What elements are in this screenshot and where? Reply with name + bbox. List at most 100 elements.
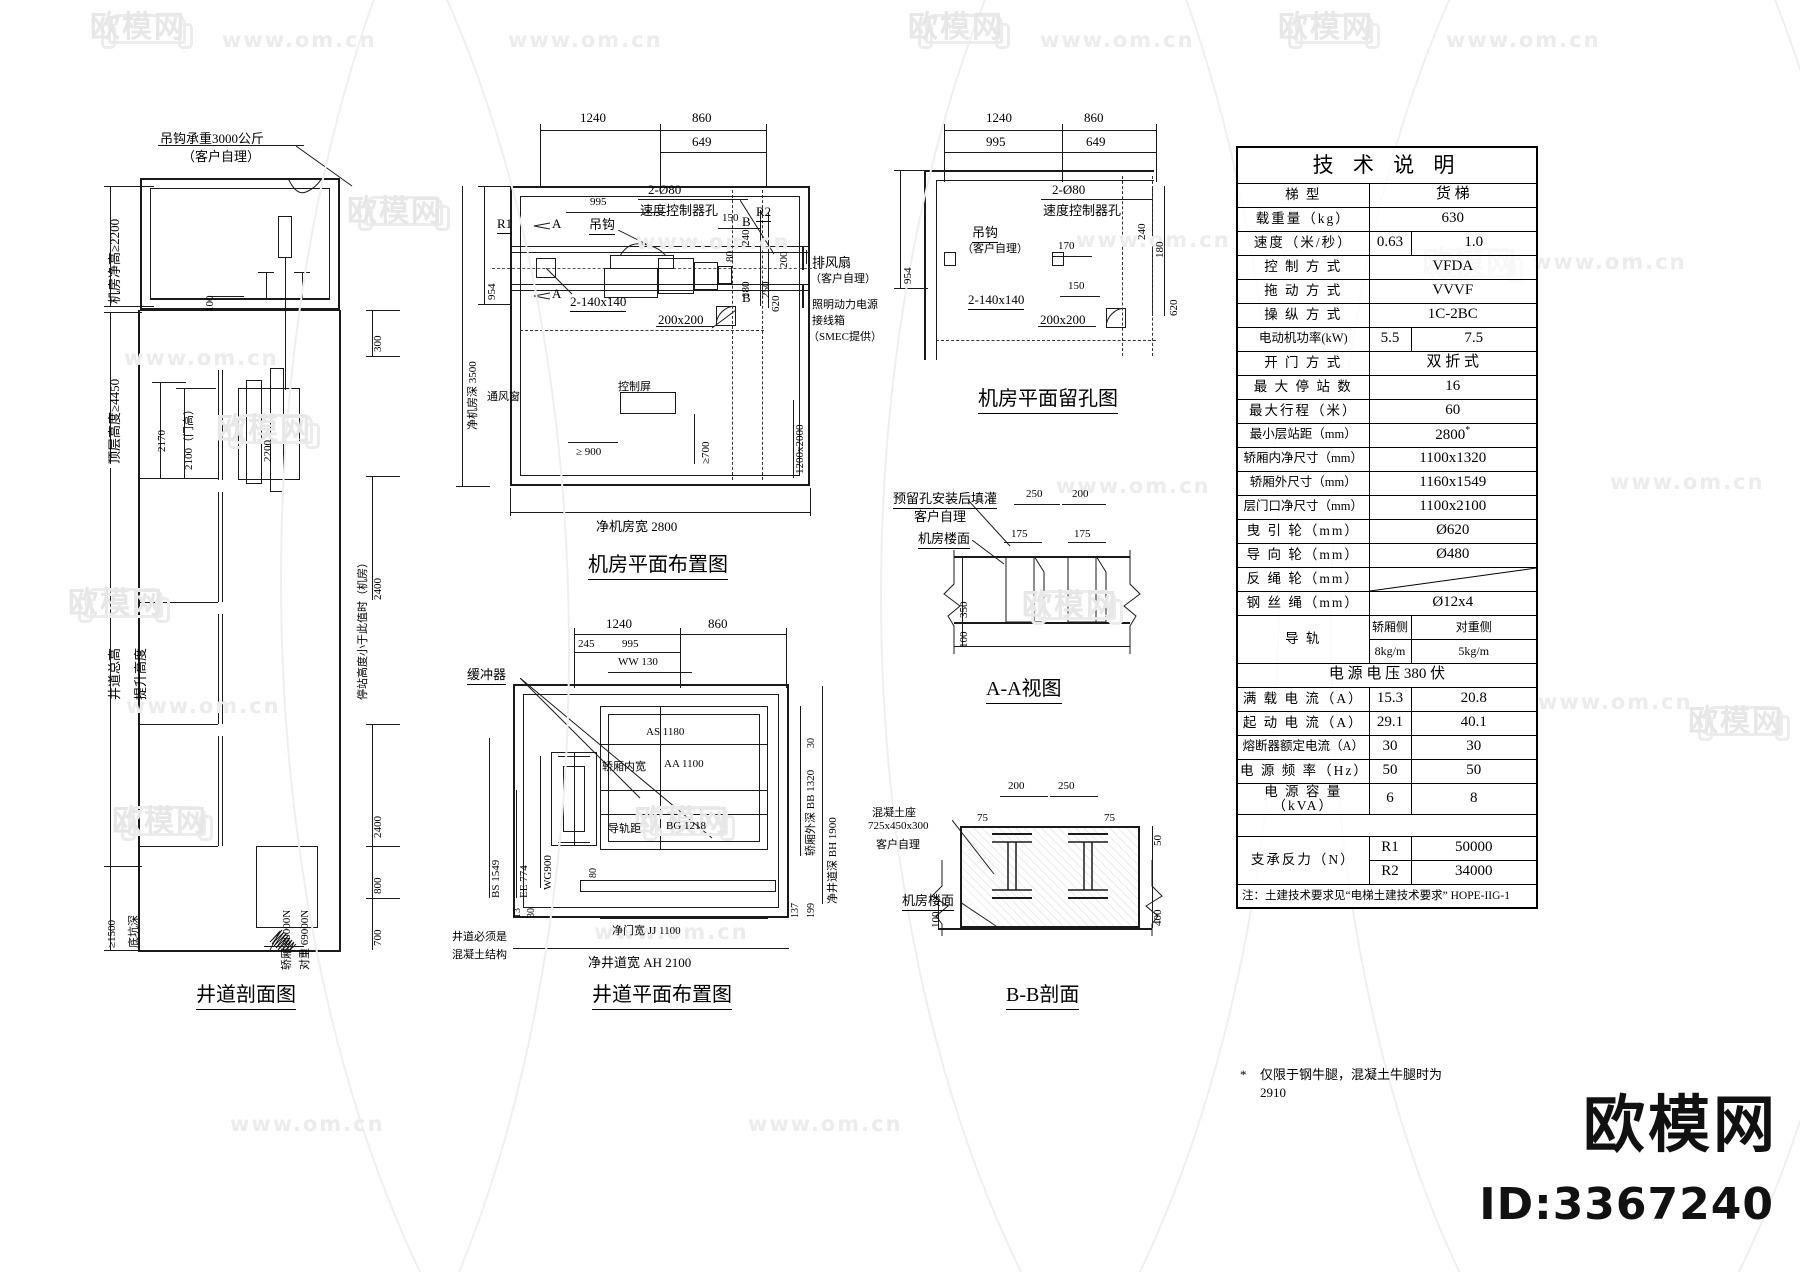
bb-break-left	[931, 860, 949, 936]
mrp-control-cabinet	[620, 392, 676, 414]
row-label: 满 载 电 流（A）	[1236, 686, 1370, 712]
dim-300-bot	[366, 356, 400, 357]
sp-ee-label: EE 774	[518, 865, 530, 898]
dim-mr-bot-tick	[104, 306, 154, 307]
aa-dim-250-line	[1014, 504, 1060, 505]
bb-concrete-leader	[952, 820, 995, 875]
sp-aa-label: AA 1100	[664, 758, 704, 770]
mrp-dim-649-line	[660, 152, 766, 153]
mrh-hole-d80: 2-Ø80	[1052, 182, 1086, 197]
sp-dim-ww-line	[608, 672, 692, 673]
counterweight	[256, 846, 318, 928]
mrp-dim-ext-1	[540, 124, 541, 186]
table-row: 熔断器额定电流（A） 30 30	[1236, 734, 1538, 760]
sp-dim-ee-line	[516, 790, 517, 898]
mrh-dim-954-bot	[894, 288, 928, 289]
row-label: 轿厢外尺寸（mm）	[1236, 470, 1370, 496]
mrh-opening-underline	[1038, 326, 1096, 327]
mrp-dim-1200-line	[793, 400, 794, 478]
table-row-power-header: 电 源 电 压 380 伏	[1236, 662, 1538, 688]
mrp-arrow-A-bot	[533, 292, 551, 300]
table-row: 最大行程（米） 60	[1236, 398, 1538, 424]
guide-rail-car-weight: 8kg/m	[1368, 638, 1412, 664]
reaction-r1-key: R1	[1368, 835, 1412, 861]
row-label: 曳 引 轮（mm）	[1236, 518, 1370, 544]
dim-800-bot	[366, 898, 400, 899]
aa-dim-200: 200	[1072, 488, 1089, 500]
sp-dim-995: 995	[622, 638, 639, 650]
aa-floor-leader	[972, 540, 1005, 565]
sp-car-vline	[660, 706, 661, 850]
mrp-dim-150-line	[718, 228, 760, 229]
hook-capacity-label: 吊钩承重3000公斤	[160, 131, 265, 146]
row-label: 最大行程（米）	[1236, 398, 1370, 424]
mrp-dim-700-line	[694, 414, 695, 464]
row-value-2: 8	[1410, 782, 1538, 815]
hook-leader-line	[296, 145, 353, 187]
mrp-dim-width-line	[510, 512, 810, 513]
table-row: 电动机功率(kW) 5.5 7.5	[1236, 326, 1538, 352]
table-row-empty-rope: 反 绳 轮（mm）	[1236, 566, 1538, 592]
mrh-dash-right	[1152, 176, 1153, 356]
landing-jamb-4	[218, 736, 219, 846]
sp-dim-199: 199	[806, 903, 817, 918]
spec-table-title: 技 术 说 明	[1236, 146, 1538, 184]
mrh-dim-ext1	[944, 124, 945, 182]
dim-800-label: 800	[372, 877, 384, 895]
landing-sill-1	[138, 478, 218, 479]
sp-dim-860: 860	[708, 616, 728, 631]
bb-dim-400: 400	[1152, 909, 1164, 927]
brand-id-text: ID:3367240	[1479, 1179, 1774, 1230]
mrh-dim-top-line	[944, 130, 1156, 131]
watermark-logo-text: 欧模网	[347, 194, 443, 229]
parking-height-note: 停站高度小于此值时（机房）	[357, 557, 369, 700]
row-label: 电 源 容 量（kVA）	[1236, 782, 1370, 815]
mrp-dim-150: 150	[722, 212, 739, 224]
dim-2100-line	[184, 388, 185, 478]
dim-2170-line	[160, 382, 161, 478]
machine-room-inner	[150, 188, 330, 300]
row-value: Ø12x4	[1368, 590, 1538, 616]
dim-800-line	[372, 846, 373, 898]
landing-sill-4	[138, 846, 218, 847]
row-label: 反 绳 轮（mm）	[1236, 566, 1370, 592]
mrp-sheave	[718, 266, 732, 284]
mrh-dim-150: 150	[1068, 280, 1085, 292]
mrh-dim-954: 954	[902, 267, 914, 285]
mrp-dim-954-bot	[478, 304, 512, 305]
watermark-sofa-icon	[358, 196, 450, 231]
dim-2400a-label: 2400	[372, 578, 384, 600]
dim-300-label: 300	[372, 335, 384, 353]
sp-dim-137: 137	[790, 903, 801, 918]
table-row: 梯 型 货 梯	[1236, 182, 1538, 208]
bb-dim-75a: 75	[977, 812, 988, 824]
mrp-dim-width-r	[810, 488, 811, 516]
table-row: 满 载 电 流（A） 15.3 20.8	[1236, 686, 1538, 712]
shaft-total-height-label: 井道总高	[107, 647, 122, 700]
mrp-room-inner	[520, 196, 800, 476]
row-value-1: 30	[1368, 734, 1412, 760]
watermark-sofa-icon	[78, 588, 170, 623]
dim-700-line	[372, 898, 373, 950]
table-row: 操 纵 方 式 1C-2BC	[1236, 302, 1538, 328]
watermark-url: www.om.cn	[748, 1112, 903, 1136]
mr-support2-v	[302, 272, 303, 298]
bb-concrete-dim: 725x450x300	[868, 820, 929, 832]
bb-dim-200: 200	[1008, 780, 1025, 792]
table-row-guide-rail: 导 轨 轿厢侧 对重侧	[1236, 614, 1538, 664]
aa-prefill-leader	[968, 500, 1011, 547]
sp-door-sill	[580, 880, 776, 892]
mrp-dim-954: 954	[486, 283, 498, 301]
top-floor-height-label: 顶层高度≥4450	[107, 378, 122, 464]
mrp-dim-620: 620	[770, 295, 782, 313]
sp-buffer-label: 缓冲器	[467, 664, 507, 685]
mrp-exhaust-symbol	[802, 246, 804, 270]
mrp-dash-shaft-left	[732, 190, 733, 480]
row-label: 开 门 方 式	[1236, 350, 1370, 376]
watermark-logo-text: 欧模网	[112, 804, 208, 839]
mrh-dim-649: 649	[1086, 134, 1106, 149]
sp-car-inner-w-label: 轿厢内宽	[602, 761, 646, 773]
hook-leader-underline	[158, 145, 304, 146]
dim-2400a-top	[366, 476, 400, 477]
aa-dim-350: 350	[958, 601, 970, 619]
